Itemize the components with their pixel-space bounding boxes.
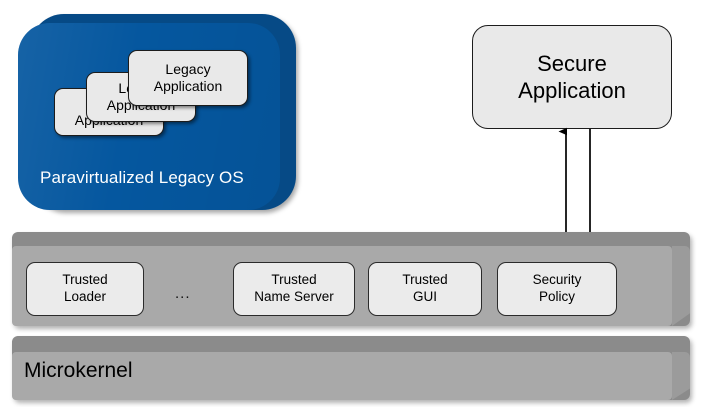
microkernel-front-face: [12, 352, 672, 400]
services-ellipsis: ...: [175, 285, 191, 302]
service-box-security-policy-line2: Policy: [538, 289, 575, 304]
secure-application-line1: Secure: [537, 50, 607, 76]
service-box-trusted-gui-line1: Trusted: [402, 272, 448, 288]
secure-application-box: Secure Application: [472, 25, 672, 129]
service-box-trusted-loader: Trusted Loader: [26, 262, 144, 316]
microkernel-right-bevel: [672, 352, 690, 400]
service-box-trusted-loader-line1: Trusted: [62, 272, 108, 288]
service-box-security-policy: Security Policy: [497, 262, 617, 316]
secure-application-line2: Application: [518, 78, 626, 103]
legacy-os-label: Paravirtualized Legacy OS: [40, 168, 244, 187]
legacy-os-block: Legacy Application Legacy Application Le…: [18, 14, 296, 210]
legacy-application-card-1-line1: Legacy: [165, 61, 211, 78]
legacy-application-card-1-line2: Application: [153, 78, 223, 94]
trusted-services-right-bevel: [672, 246, 690, 326]
legacy-application-card-1: Legacy Application: [128, 50, 248, 106]
microkernel-layer: [12, 336, 690, 400]
service-box-trusted-gui: Trusted GUI: [368, 262, 482, 316]
service-box-trusted-name-server-line1: Trusted: [271, 272, 317, 288]
service-box-trusted-name-server-line2: Name Server: [254, 289, 334, 304]
service-box-trusted-gui-line2: GUI: [412, 289, 437, 304]
service-box-trusted-loader-line2: Loader: [63, 289, 107, 304]
service-box-trusted-name-server: Trusted Name Server: [233, 262, 355, 316]
service-box-security-policy-line1: Security: [532, 272, 582, 288]
microkernel-label: Microkernel: [24, 359, 133, 382]
